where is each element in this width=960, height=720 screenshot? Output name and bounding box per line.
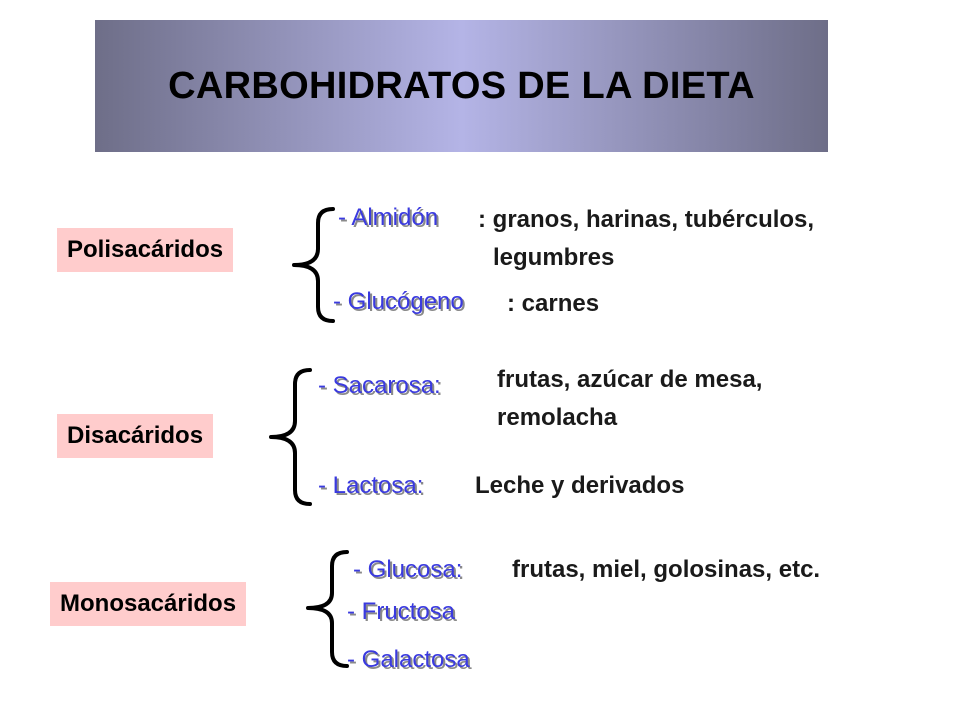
item-galactosa: - Galactosa xyxy=(347,646,470,673)
desc-almidon-cont: legumbres xyxy=(493,244,615,271)
desc-sacarosa: frutas, azúcar de mesa, xyxy=(497,366,763,393)
item-sacarosa: - Sacarosa: xyxy=(318,372,441,399)
title-banner: CARBOHIDRATOS DE LA DIETA xyxy=(95,20,828,152)
item-lactosa: - Lactosa: xyxy=(318,472,424,499)
item-almidon: - Almidón xyxy=(338,204,439,231)
brace-monosacaridos xyxy=(306,550,349,668)
desc-glucosa: frutas, miel, golosinas, etc. xyxy=(512,556,821,583)
category-label-disacaridos: Disacáridos xyxy=(57,414,214,458)
desc-almidon: : granos, harinas, tubérculos, xyxy=(478,206,815,233)
page-title: CARBOHIDRATOS DE LA DIETA xyxy=(168,64,755,107)
desc-glucogeno: : carnes xyxy=(507,290,600,317)
item-glucogeno: - Glucógeno xyxy=(333,288,464,315)
category-label-polisacaridos: Polisacáridos xyxy=(57,228,234,272)
brace-disacaridos xyxy=(269,368,312,506)
item-fructosa: - Fructosa xyxy=(347,598,456,625)
item-glucosa: - Glucosa: xyxy=(353,556,463,583)
desc-lactosa: Leche y derivados xyxy=(475,472,685,499)
category-label-monosacaridos: Monosacáridos xyxy=(50,582,247,626)
desc-sacarosa-cont: remolacha xyxy=(497,404,618,431)
brace-polisacaridos xyxy=(292,207,335,323)
